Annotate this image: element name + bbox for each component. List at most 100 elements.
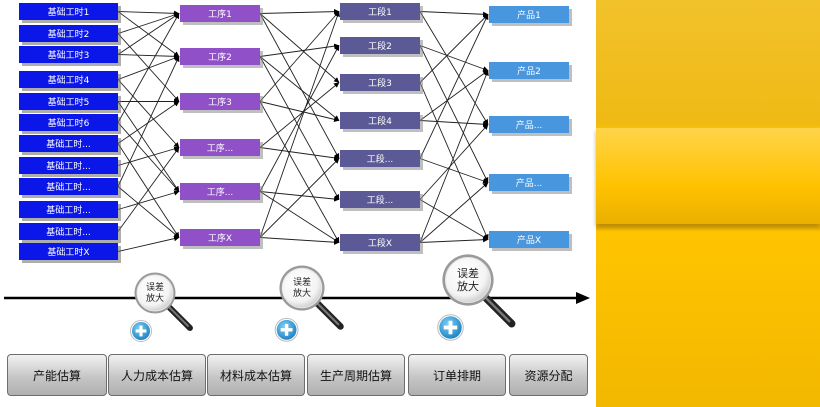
- node-label: 工序...: [207, 142, 234, 154]
- node-label: 基础工时...: [46, 138, 91, 150]
- connection-arrow: [259, 11, 340, 238]
- node-box: [489, 174, 569, 191]
- connection-arrow: [419, 182, 489, 243]
- magnifier-lens: [136, 274, 174, 312]
- node-label: 工序1: [208, 8, 232, 20]
- node-label: 工段...: [367, 153, 394, 165]
- connection-arrow: [419, 124, 489, 200]
- connection-arrow: [419, 45, 489, 183]
- node-sections: 工段...: [340, 150, 423, 170]
- node-sections: 工段3: [340, 74, 423, 94]
- connection-arrow: [117, 190, 180, 210]
- connection-arrow: [117, 10, 180, 17]
- node-label: 基础工时5: [48, 96, 90, 108]
- node-label: 工序X: [208, 232, 232, 244]
- stage-button[interactable]: 材料成本估算: [207, 354, 305, 396]
- plus-icon-bar: [448, 320, 453, 335]
- node-box: [19, 114, 118, 131]
- node-box: [340, 191, 420, 208]
- stage-button[interactable]: 生产周期估算: [307, 354, 405, 396]
- axis-arrowhead: [576, 292, 590, 304]
- node-processes: 工序...: [180, 139, 263, 159]
- node-products: 产品X: [489, 231, 572, 251]
- node-base_hours: 基础工时X: [19, 243, 121, 263]
- node-sections: 工段...: [340, 191, 423, 211]
- connection-arrow: [259, 13, 340, 83]
- node-sections: 工段X: [340, 234, 423, 254]
- node-base_hours: 基础工时2: [19, 25, 121, 45]
- node-label: 工序3: [208, 96, 232, 108]
- magnifier-handle-highlight: [484, 296, 511, 323]
- node-label: 基础工时...: [46, 181, 91, 193]
- connection-arrow: [259, 13, 340, 159]
- stage-button[interactable]: 资源分配: [509, 354, 588, 396]
- stage-button[interactable]: 产能估算: [7, 354, 107, 396]
- node-processes: 工序1: [180, 5, 263, 25]
- connection-arrow: [419, 70, 489, 121]
- node-box: [19, 46, 118, 63]
- node-base_hours: 基础工时1: [19, 3, 121, 23]
- connection-arrow: [117, 13, 180, 55]
- node-base_hours: 基础工时5: [19, 93, 121, 113]
- connection-arrow: [259, 56, 340, 200]
- node-products: 产品...: [489, 174, 572, 194]
- node-box: [180, 183, 260, 200]
- connection-arrow: [117, 235, 180, 252]
- node-box: [340, 112, 420, 129]
- stage-button[interactable]: 订单排期: [408, 354, 506, 396]
- connection-arrow: [259, 147, 340, 161]
- node-box: [19, 71, 118, 88]
- magnifier-handle-highlight: [317, 303, 340, 326]
- node-box: [180, 139, 260, 156]
- node-box: [19, 201, 118, 218]
- connection-arrow: [117, 147, 180, 232]
- magnifier-handle-highlight: [168, 306, 189, 327]
- node-sections: 工段4: [340, 112, 423, 132]
- magnifier-text: 放大: [457, 279, 479, 293]
- yellow-panel-band: [596, 128, 820, 224]
- node-box: [489, 116, 569, 133]
- node-label: 工序2: [208, 51, 232, 63]
- connection-arrow: [117, 53, 180, 60]
- node-processes: 工序2: [180, 48, 263, 68]
- node-processes: 工序3: [180, 93, 263, 113]
- connection-arrow: [419, 45, 489, 72]
- node-label: 产品2: [517, 65, 541, 77]
- node-label: 工段X: [368, 237, 392, 249]
- node-box: [19, 178, 118, 195]
- node-label: 工段...: [367, 194, 394, 206]
- stage-button[interactable]: 人力成本估算: [108, 354, 206, 396]
- node-base_hours: 基础工时3: [19, 46, 121, 66]
- node-box: [19, 93, 118, 110]
- node-box: [340, 37, 420, 54]
- plus-icon-bar: [139, 325, 143, 337]
- connection-arrow: [117, 146, 180, 166]
- connection-arrow: [117, 12, 180, 34]
- node-label: 基础工时1: [48, 6, 90, 18]
- node-label: 产品...: [516, 119, 543, 131]
- node-label: 产品X: [517, 234, 541, 246]
- node-label: 基础工时...: [46, 204, 91, 216]
- magnifier-text: 放大: [293, 287, 311, 299]
- node-label: 基础工时...: [46, 226, 91, 238]
- node-box: [180, 93, 260, 110]
- connection-arrow: [259, 82, 340, 148]
- connection-arrow: [259, 11, 340, 102]
- connection-arrow: [259, 101, 340, 243]
- connection-arrow: [117, 101, 180, 192]
- connection-arrow: [259, 43, 340, 57]
- node-box: [489, 62, 569, 79]
- node-base_hours: 基础工时...: [19, 223, 121, 243]
- node-box: [19, 157, 118, 174]
- node-products: 产品1: [489, 6, 572, 26]
- node-base_hours: 基础工时...: [19, 178, 121, 198]
- node-processes: 工序X: [180, 229, 263, 249]
- node-label: 工序...: [207, 186, 234, 198]
- node-label: 基础工时6: [48, 117, 90, 129]
- connection-arrow: [419, 120, 489, 127]
- node-box: [19, 3, 118, 20]
- magnifier-lens: [445, 257, 491, 303]
